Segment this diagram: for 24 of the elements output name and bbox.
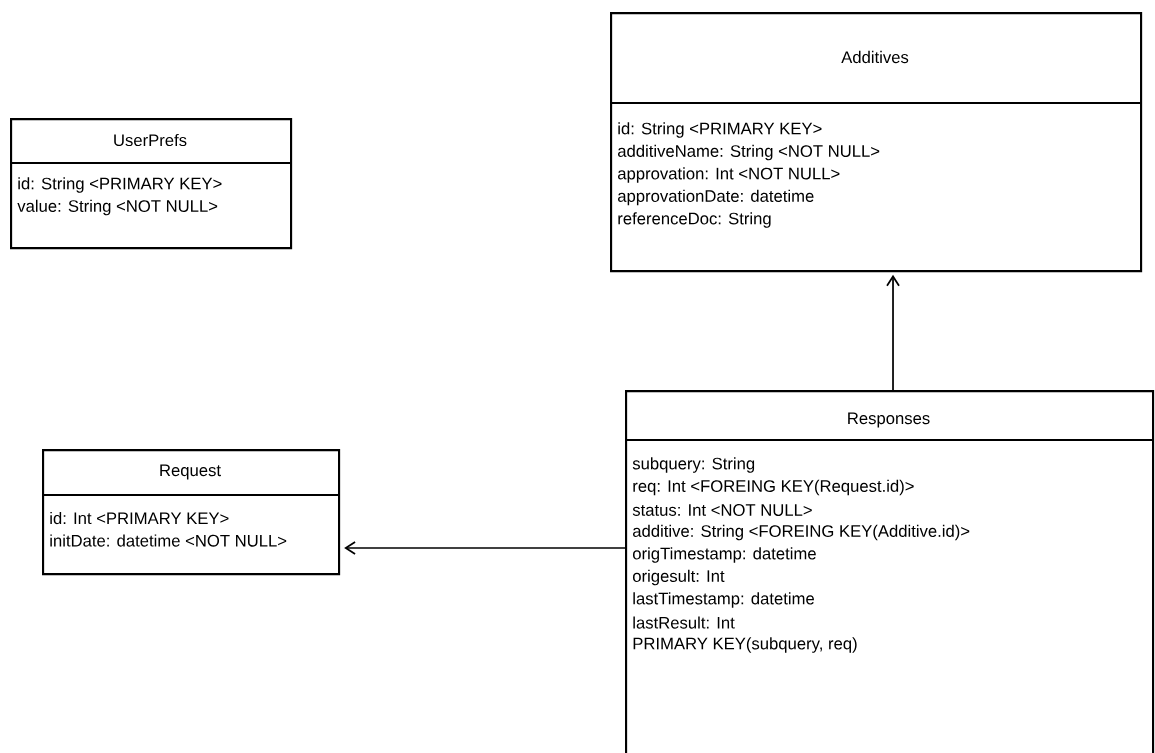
attribute-text: lastTimestamp: datetime (633, 592, 814, 608)
entity-title: Responses (848, 412, 930, 428)
attribute-text: req: Int <FOREING KEY(Request.id)> (633, 479, 914, 496)
attribute-text: subquery: String (632, 457, 755, 473)
entity-title: Request (160, 464, 221, 480)
arrow (886, 274, 900, 391)
attribute-text: approvationDate: datetime (618, 189, 814, 206)
attribute-text: id: Int <PRIMARY KEY> (50, 511, 229, 525)
attribute-text: referenceDoc: String (618, 212, 771, 228)
arrow (344, 541, 626, 555)
attribute-text: initDate: datetime <NOT NULL> (50, 534, 287, 547)
attribute-text: additive: String <FOREING KEY(Additive.id)> (633, 524, 970, 541)
attribute-text: origTimestamp: datetime (632, 547, 816, 563)
attribute-text: origesult: Int (632, 569, 725, 586)
attribute-text: PRIMARY KEY(subquery, req) (633, 637, 857, 653)
attribute-text: lastResult: Int (633, 616, 735, 629)
attribute-text: status: Int <NOT NULL> (632, 504, 812, 516)
attribute-text: additiveName: String <NOT NULL> (618, 144, 880, 161)
attribute-text: id: String <PRIMARY KEY> (18, 177, 222, 193)
attribute-text: id: String <PRIMARY KEY> (618, 122, 822, 138)
entity-title: UserPrefs (114, 133, 187, 147)
attribute-text: approvation: Int <NOT NULL> (618, 167, 840, 183)
entity-title: Additives (841, 50, 909, 64)
attribute-text: value: String <NOT NULL> (17, 199, 218, 216)
